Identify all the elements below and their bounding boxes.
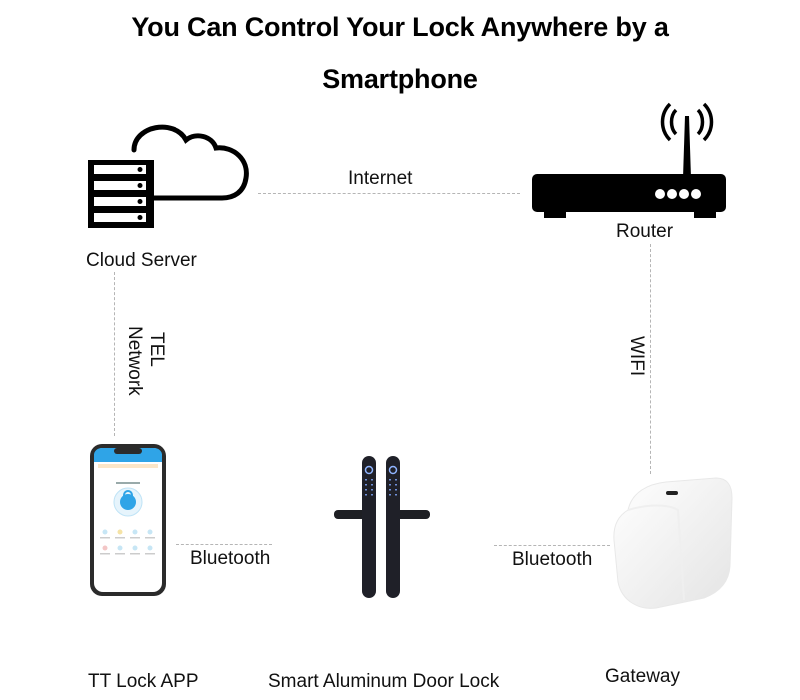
cloud-server-label: Cloud Server (86, 250, 197, 271)
bluetooth-right-connection-line (494, 545, 610, 546)
bluetooth-left-connection-line (176, 544, 272, 545)
smartphone-icon (88, 442, 168, 598)
gateway-label: Gateway (605, 666, 680, 687)
bluetooth-right-label: Bluetooth (512, 549, 593, 570)
internet-label: Internet (348, 168, 413, 189)
wifi-connection-line (650, 244, 651, 474)
tel-network-connection-line (114, 272, 115, 436)
tel-label: TEL (146, 332, 167, 367)
network-label: Network (124, 326, 145, 396)
wifi-label: WIFI (626, 336, 647, 377)
gateway-icon (608, 470, 734, 610)
title-line-1: You Can Control Your Lock Anywhere by a (131, 12, 669, 42)
door-lock-label: Smart Aluminum Door Lock (268, 671, 500, 692)
tt-lock-app-label: TT Lock APP (88, 671, 199, 692)
internet-connection-line (258, 193, 520, 194)
router-icon (530, 98, 730, 222)
bluetooth-left-label: Bluetooth (190, 548, 271, 569)
router-label: Router (616, 221, 674, 242)
cloud-server-icon (84, 118, 254, 228)
title-line-2: Smartphone (322, 64, 478, 94)
door-lock-icon (330, 452, 434, 602)
